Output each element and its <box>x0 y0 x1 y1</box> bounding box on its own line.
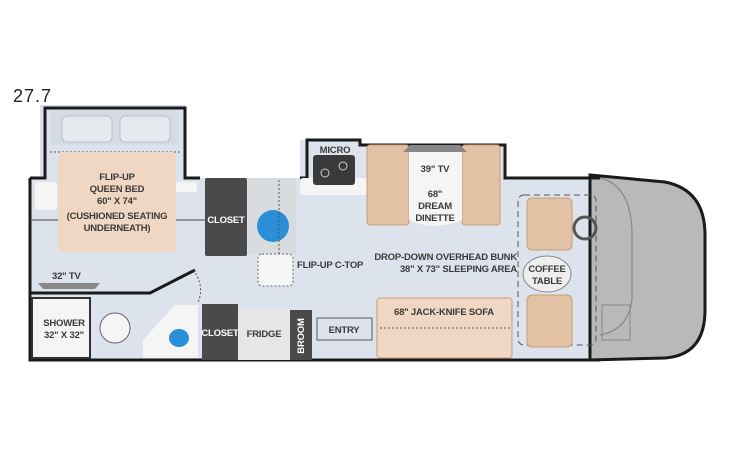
bath-partition <box>30 268 196 295</box>
dinette-seat-right[interactable] <box>461 144 501 226</box>
bed-label-4: (CUSHIONED SEATING <box>67 211 168 222</box>
burner-icon <box>338 161 348 171</box>
door-swing <box>192 269 202 304</box>
shower-label-1: SHOWER <box>43 318 85 329</box>
cab <box>588 173 707 362</box>
shower[interactable] <box>31 297 91 359</box>
closet-upper-label: CLOSET <box>207 215 245 226</box>
bed-label-2: QUEEN BED <box>90 184 145 195</box>
bed-label-1: FLIP-UP <box>99 172 135 183</box>
dinette-seat-left[interactable] <box>366 144 410 226</box>
cab-dash-line <box>599 177 633 336</box>
dinette-label-2: DREAM <box>418 201 452 212</box>
bunk-label-2: 38" X 73" SLEEPING AREA <box>400 264 517 275</box>
bedroom-slide-wall <box>30 106 200 180</box>
bunk-label-1: DROP-DOWN OVERHEAD BUNK <box>374 252 517 263</box>
broom-label: BROOM <box>296 318 307 354</box>
passenger-seat[interactable] <box>526 294 573 348</box>
tv-bedroom <box>38 283 100 289</box>
bath-sink <box>169 329 189 347</box>
closet-upper[interactable] <box>205 178 247 256</box>
steering-wheel-icon <box>572 215 598 241</box>
pillow-left <box>61 115 113 143</box>
bed-label-3: 60" X 74" <box>97 196 137 207</box>
driver-seat[interactable] <box>526 197 573 251</box>
coffee-label-1: COFFEE <box>528 264 565 275</box>
sofa-label: 68" JACK-KNIFE SOFA <box>394 307 494 318</box>
closet-lower[interactable] <box>202 304 238 360</box>
nightstand-left <box>35 182 57 210</box>
toilet[interactable] <box>99 312 131 344</box>
entry-label: ENTRY <box>329 325 361 336</box>
dinette-table[interactable] <box>409 150 462 226</box>
shower-label-2: 32" X 32" <box>44 330 84 341</box>
burner-icon <box>320 168 330 178</box>
nightstand-right <box>175 182 197 192</box>
fridge-label: FRIDGE <box>247 329 282 340</box>
galley-sink <box>257 210 289 242</box>
queen-bed[interactable] <box>58 152 176 252</box>
microwave[interactable] <box>313 155 355 185</box>
dinette-label-3: DINETTE <box>415 213 454 224</box>
ctop-label: FLIP-UP C-TOP <box>297 260 364 271</box>
broom-closet[interactable] <box>290 310 312 360</box>
closet-lower-label: CLOSET <box>201 328 239 339</box>
dinette-slide-wall <box>300 138 600 180</box>
coffee-table[interactable] <box>522 255 572 293</box>
fridge[interactable] <box>238 310 290 360</box>
outer-wall-bottom <box>28 178 600 362</box>
micro-label: MICRO <box>320 145 351 156</box>
pillow-right <box>119 115 171 143</box>
entry[interactable] <box>316 317 373 341</box>
model-number: 27.7 <box>13 86 53 106</box>
flip-up-c-top[interactable] <box>257 253 294 287</box>
tv-dinette <box>403 145 467 152</box>
tv-dinette-label: 39" TV <box>421 164 451 175</box>
coffee-label-2: TABLE <box>532 276 562 287</box>
cab-console <box>601 304 631 341</box>
tv-bedroom-label: 32" TV <box>52 271 82 282</box>
dinette-label-1: 68" <box>428 189 442 200</box>
bed-label-5: UNDERNEATH) <box>84 223 151 234</box>
